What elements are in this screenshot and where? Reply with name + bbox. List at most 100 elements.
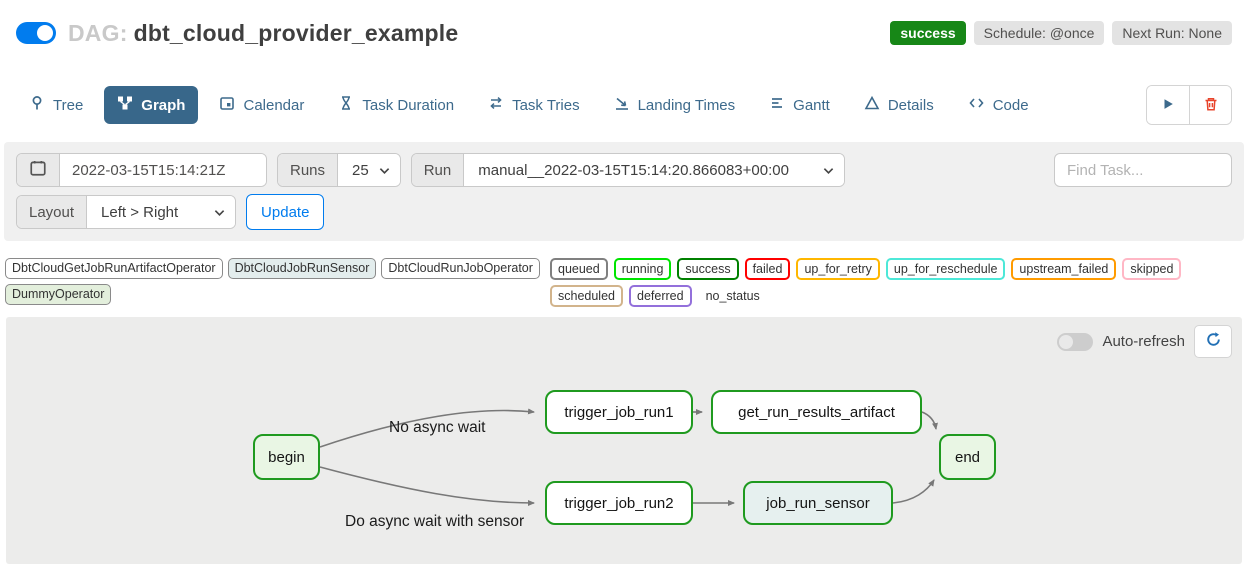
status-chip[interactable]: success: [677, 258, 739, 280]
task-node-end[interactable]: end: [939, 434, 996, 480]
delete-dag-button[interactable]: [1189, 86, 1231, 124]
page-header: DAG:dbt_cloud_provider_example success S…: [0, 0, 1248, 52]
task-node-begin[interactable]: begin: [253, 434, 320, 480]
details-triangle-icon: [864, 95, 880, 115]
view-tabbar: Tree Graph Calendar Task Duration Task T…: [16, 85, 1232, 125]
tab-landing-times[interactable]: Landing Times: [601, 86, 749, 124]
task-node-trigger-job-run1[interactable]: trigger_job_run1: [545, 390, 693, 434]
calendar-addon: [17, 154, 60, 186]
dag-graph-panel: Auto-refresh begin trigger_job_run1 get_…: [6, 317, 1242, 564]
runs-label: Runs: [278, 154, 339, 186]
update-button[interactable]: Update: [246, 194, 325, 230]
code-icon: [968, 95, 985, 115]
tab-gantt[interactable]: Gantt: [756, 86, 843, 124]
tab-label: Code: [992, 96, 1029, 114]
tree-pin-icon: [29, 95, 45, 115]
status-chip[interactable]: skipped: [1122, 258, 1182, 280]
layout-label: Layout: [17, 196, 88, 228]
run-group: Run manual__2022-03-15T15:14:20.866083+0…: [410, 153, 846, 187]
status-chip[interactable]: up_for_reschedule: [885, 258, 1006, 280]
chevron-down-icon: [379, 162, 390, 179]
dag-pause-toggle[interactable]: [16, 22, 56, 44]
dag-id: dbt_cloud_provider_example: [133, 19, 459, 46]
page-title: DAG:dbt_cloud_provider_example: [68, 20, 458, 47]
tab-label: Task Tries: [512, 96, 580, 114]
runs-select[interactable]: 25: [338, 154, 400, 186]
runs-value: 25: [352, 161, 369, 179]
toggle-knob: [37, 25, 53, 41]
run-select[interactable]: manual__2022-03-15T15:14:20.866083+00:00: [464, 154, 845, 186]
status-chip: no_status: [697, 285, 768, 307]
run-label: Run: [411, 154, 465, 186]
edge-sensor-end: [892, 479, 935, 504]
tab-details[interactable]: Details: [851, 86, 947, 124]
find-task-input[interactable]: [1054, 153, 1232, 187]
task-node-job-run-sensor[interactable]: job_run_sensor: [743, 481, 893, 525]
tab-graph[interactable]: Graph: [104, 86, 199, 124]
legend: DbtCloudGetJobRunArtifactOperator DbtClo…: [5, 258, 1243, 307]
tab-label: Calendar: [243, 96, 305, 114]
status-badge: success: [890, 21, 966, 45]
status-legend: queued running success failed up_for_ret…: [550, 258, 1243, 307]
repeat-icon: [488, 95, 504, 115]
status-chip[interactable]: failed: [744, 258, 791, 280]
edge-artifact-end: [921, 411, 938, 430]
refresh-button[interactable]: [1194, 325, 1232, 358]
chevron-down-icon: [214, 204, 225, 221]
edge-begin-trigger2: [319, 466, 535, 506]
dag-edges: [319, 408, 938, 506]
status-chip[interactable]: deferred: [629, 285, 692, 307]
status-chip[interactable]: scheduled: [550, 285, 623, 307]
calendar-icon: [219, 95, 235, 115]
auto-refresh-toggle[interactable]: [1057, 332, 1094, 351]
edge-label-no-async-wait: No async wait: [389, 419, 486, 436]
task-node-trigger-job-run2[interactable]: trigger_job_run2: [545, 481, 693, 525]
edge-begin-trigger1: [319, 408, 535, 448]
run-value: manual__2022-03-15T15:14:20.866083+00:00: [478, 161, 789, 179]
filter-panel: Runs 25 Run manual__2022-03-15T15:14:20.…: [4, 142, 1244, 241]
tab-label: Task Duration: [362, 96, 455, 114]
operator-chip: DbtCloudRunJobOperator: [381, 258, 540, 279]
base-date-group: [16, 153, 267, 187]
tab-label: Landing Times: [637, 96, 736, 114]
tab-task-duration[interactable]: Task Duration: [325, 86, 467, 124]
trigger-dag-button[interactable]: [1147, 86, 1189, 124]
hourglass-icon: [338, 95, 354, 115]
chevron-down-icon: [823, 162, 834, 179]
tab-label: Details: [887, 96, 934, 114]
operator-chip: DummyOperator: [5, 284, 112, 305]
status-chip[interactable]: queued: [550, 258, 608, 280]
dag-label: DAG:: [68, 19, 128, 46]
operator-legend: DbtCloudGetJobRunArtifactOperator DbtClo…: [5, 258, 550, 305]
layout-value: Left > Right: [101, 203, 179, 221]
toggle-knob: [1059, 334, 1074, 349]
base-date-input[interactable]: [60, 154, 266, 186]
layout-select[interactable]: Left > Right: [87, 196, 236, 228]
tab-calendar[interactable]: Calendar: [206, 86, 317, 124]
dag-action-buttons: [1146, 85, 1232, 125]
schedule-badge: Schedule: @once: [973, 21, 1105, 45]
next-run-badge: Next Run: None: [1112, 21, 1232, 45]
tab-label: Gantt: [793, 96, 830, 114]
tab-code[interactable]: Code: [955, 86, 1042, 124]
operator-chip: DbtCloudJobRunSensor: [227, 258, 377, 279]
calendar-icon: [29, 159, 47, 181]
edge-label-do-async-wait: Do async wait with sensor: [345, 513, 525, 530]
graph-icon: [117, 95, 133, 115]
task-node-get-run-results-artifact[interactable]: get_run_results_artifact: [711, 390, 922, 434]
refresh-icon: [1205, 331, 1222, 353]
gantt-icon: [769, 95, 785, 115]
tab-task-tries[interactable]: Task Tries: [475, 86, 593, 124]
status-chip[interactable]: upstream_failed: [1011, 258, 1117, 280]
auto-refresh-label: Auto-refresh: [1102, 333, 1185, 350]
landing-plane-icon: [614, 95, 630, 115]
tab-label: Graph: [141, 96, 186, 114]
operator-chip: DbtCloudGetJobRunArtifactOperator: [5, 258, 223, 279]
trash-icon: [1203, 96, 1219, 115]
runs-group: Runs 25: [277, 153, 401, 187]
tab-label: Tree: [53, 96, 84, 114]
tab-tree[interactable]: Tree: [16, 86, 96, 124]
status-chip[interactable]: running: [613, 258, 672, 280]
status-chip[interactable]: up_for_retry: [796, 258, 880, 280]
play-icon: [1161, 97, 1175, 114]
